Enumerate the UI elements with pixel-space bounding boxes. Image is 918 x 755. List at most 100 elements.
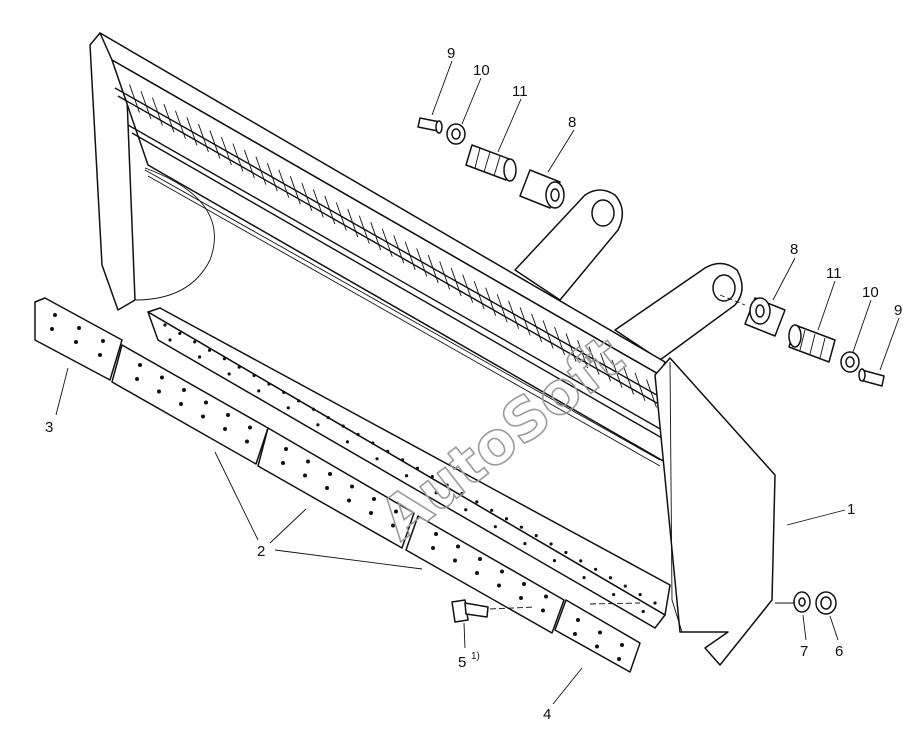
edge-hole: [612, 592, 616, 597]
callout-10-lower: 10: [862, 284, 879, 301]
grille-slat: [198, 123, 209, 153]
callout-10-upper: 10: [473, 62, 490, 79]
grille-slat: [588, 346, 600, 375]
side-curve: [134, 167, 215, 301]
callout-9-upper: 9: [447, 45, 455, 62]
plate-hole: [160, 375, 164, 380]
plate-hole: [576, 618, 580, 622]
floor-edge: [144, 169, 661, 461]
grille-slat: [600, 353, 611, 382]
leader-lines: [55, 60, 900, 705]
plate-hole: [98, 353, 102, 357]
plate-hole: [179, 402, 183, 406]
edge-hole: [519, 525, 523, 529]
plate-hole: [248, 425, 252, 430]
grille-slat: [117, 77, 129, 107]
grille-slat: [623, 366, 634, 395]
wear-plate-3: [34, 297, 123, 381]
edge-hole: [445, 483, 449, 487]
plate-hole: [475, 571, 479, 575]
plate-hole: [453, 558, 457, 563]
bolt-5: [451, 599, 536, 623]
edge-hole: [237, 365, 241, 369]
plate-hole: [573, 632, 577, 636]
edge-hole: [257, 389, 261, 393]
callout-5: 5: [458, 654, 466, 671]
edge-hole: [341, 424, 345, 428]
plate-hole: [522, 582, 526, 586]
edge-hole: [490, 508, 494, 512]
grille-slat: [243, 149, 255, 179]
plate-hole: [138, 363, 142, 367]
edge-hole: [582, 575, 586, 580]
plate-hole: [328, 472, 332, 476]
grille-slat: [175, 110, 186, 139]
plate-hole: [394, 509, 398, 514]
plate-hole: [284, 447, 288, 451]
washer-10-upper: [446, 123, 466, 145]
edge-hole: [282, 390, 286, 394]
edge-hole: [415, 466, 420, 470]
edge-hole: [371, 441, 375, 445]
nut-6: [815, 591, 837, 615]
edge-hole: [386, 449, 390, 453]
grille-slat: [519, 307, 531, 336]
plate-hole: [226, 413, 230, 417]
plate-hole: [204, 400, 208, 405]
edge-hole: [375, 457, 379, 461]
edge-hole: [638, 592, 642, 597]
plate-hole: [620, 643, 624, 647]
plate-hole: [182, 388, 186, 392]
plate-hole: [325, 486, 329, 490]
edge-hole: [460, 491, 464, 496]
plate-hole: [497, 583, 501, 588]
grille-slat: [129, 84, 140, 113]
edge-hole: [400, 458, 405, 462]
grille-slat: [347, 208, 359, 238]
grille-slat: [301, 182, 313, 212]
plate-hole: [350, 484, 354, 489]
plate-hole: [306, 459, 310, 464]
wear-plate-2c: [405, 515, 565, 634]
edge-bolt-holes: [163, 323, 657, 614]
grille-slat: [496, 294, 508, 323]
grille-slat: [186, 117, 198, 146]
edge-hole: [267, 382, 271, 386]
plate-hole: [201, 414, 205, 419]
callout-11-lower: 11: [826, 265, 842, 282]
grille-slat: [324, 195, 336, 225]
edge-hole: [579, 559, 583, 563]
callout-1: 1: [847, 501, 855, 518]
edge-hole: [653, 601, 657, 605]
edge-hole: [197, 355, 202, 359]
grille-slat: [278, 169, 290, 198]
pivot-hole-lower: [712, 274, 736, 302]
grille-slat: [289, 176, 301, 205]
edge-hole: [207, 348, 212, 352]
edge-hole: [345, 440, 350, 444]
grille-slat: [542, 320, 554, 349]
callout-2: 2: [257, 543, 265, 560]
plate-hole: [77, 326, 81, 330]
edge-hole: [564, 550, 568, 555]
edge-hole: [316, 423, 320, 427]
edge-hole: [504, 517, 509, 521]
bucket-body: [89, 32, 776, 666]
edge-hole: [464, 508, 468, 512]
edge-hole: [297, 399, 301, 403]
grille-slat: [393, 235, 405, 264]
plate-hole: [223, 427, 227, 431]
plate-hole: [347, 498, 351, 503]
grille-slat: [220, 136, 232, 166]
plate-hole: [500, 569, 504, 574]
edge-hole: [311, 407, 316, 411]
plate-hole: [595, 644, 599, 649]
grille-slat: [646, 379, 657, 408]
grille-slat: [370, 222, 382, 251]
washer-10-lower: [840, 351, 860, 373]
grille-slat: [266, 163, 278, 192]
edge-hole: [594, 567, 598, 571]
grille-slat: [473, 280, 485, 310]
callout-9-lower: 9: [894, 302, 902, 319]
